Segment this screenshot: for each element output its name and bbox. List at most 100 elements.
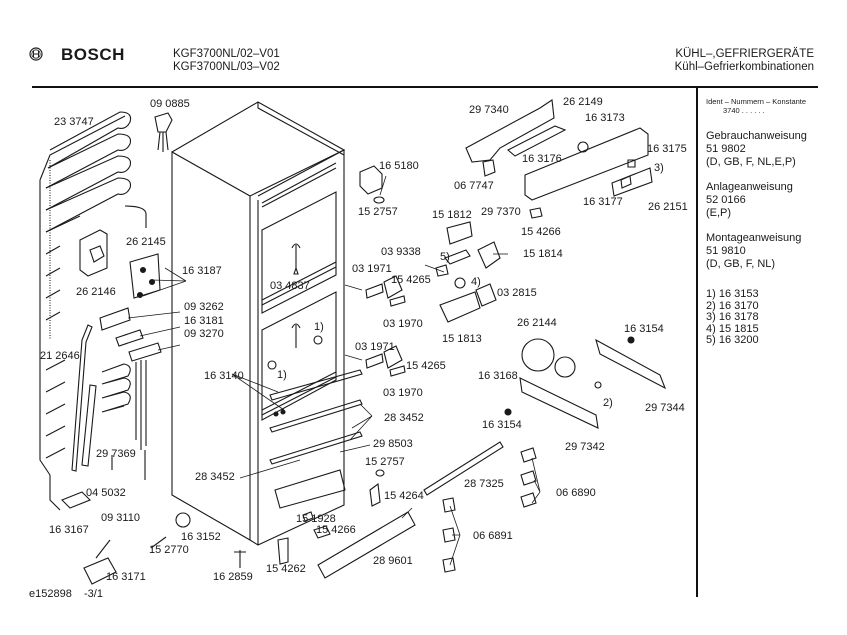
hinge-set: [366, 276, 405, 306]
washer: [376, 470, 384, 476]
lamp-socket: [268, 361, 276, 369]
switch-clip: [483, 160, 495, 176]
part-label: 06 6890: [556, 487, 596, 499]
control-panel: [525, 128, 648, 200]
part-label: 16 3167: [49, 524, 89, 536]
part-label: 09 3270: [184, 328, 224, 340]
part-label: 29 7342: [565, 441, 605, 453]
lamp-socket: [476, 284, 496, 306]
grommet: [455, 278, 465, 288]
part-label: 29 8503: [373, 438, 413, 450]
ident-label: Ident – Nummern – Konstante: [706, 97, 807, 106]
part-label: 03 9338: [381, 246, 421, 258]
part-label: 21 2646: [40, 350, 80, 362]
part-label: 16 3176: [522, 153, 562, 165]
lamp-cover: [447, 222, 472, 244]
sensor: [292, 324, 300, 348]
footnote: 1) 16 3153: [706, 288, 759, 300]
caps: [521, 448, 536, 507]
slide-rail: [520, 378, 598, 428]
part-label: 15 2757: [358, 206, 398, 218]
part-label: 03 1971: [355, 341, 395, 353]
part-label: 29 7370: [481, 206, 521, 218]
caps: [443, 498, 455, 572]
part-label: 2): [603, 397, 613, 409]
part-label: 16 3187: [182, 265, 222, 277]
pin: [151, 537, 166, 548]
document-entry: Anlageanweisung 52 0166 (E,P): [706, 181, 807, 220]
part-label: 03 4837: [270, 280, 310, 292]
part-label: 16 3175: [647, 143, 687, 155]
document-entry: Gebrauchanweisung 51 9802 (D, GB, F, NL,…: [706, 130, 807, 169]
washer: [374, 197, 384, 203]
clip: [314, 526, 330, 538]
part-label: 1): [277, 369, 287, 381]
document-languages: (D, GB, F, NL): [706, 258, 776, 270]
drain-tube: [72, 325, 92, 471]
document-languages: (E,P): [706, 207, 732, 219]
insulation: [116, 330, 143, 346]
document-number: 51 9810: [706, 245, 746, 257]
adjustable-foot: [234, 550, 246, 568]
part-label: 03 1970: [383, 318, 423, 330]
part-label: 16 3154: [624, 323, 664, 335]
kick-plate: [318, 512, 415, 578]
part-label: 06 6891: [473, 530, 513, 542]
part-label: 15 1813: [442, 333, 482, 345]
part-label: 28 7325: [464, 478, 504, 490]
condenser-coil: [40, 112, 146, 510]
part-label: 16 2859: [213, 571, 253, 583]
part-label: 16 3177: [583, 196, 623, 208]
part-label: 15 4265: [406, 360, 446, 372]
sensor: [292, 244, 300, 274]
part-label: 15 4265: [391, 274, 431, 286]
control-board: [508, 126, 565, 156]
part-label: 29 7340: [469, 104, 509, 116]
footnote: 5) 16 3200: [706, 334, 759, 346]
document-number: 51 9802: [706, 143, 746, 155]
slide-rail: [596, 340, 665, 388]
part-label: 29 7344: [645, 402, 685, 414]
cable-clamp: [62, 492, 90, 508]
grommet: [100, 308, 130, 330]
part-label: 16 3168: [478, 370, 518, 382]
power-plug: [155, 113, 172, 152]
part-label: 06 7747: [454, 180, 494, 192]
bosch-logo-icon: [29, 47, 43, 66]
part-label: 15 4262: [266, 563, 306, 575]
document-languages: (D, GB, F, NL,E,P): [706, 156, 796, 168]
part-label: 16 5180: [379, 160, 419, 172]
part-label: 15 4266: [316, 524, 356, 536]
part-label: 09 0885: [150, 98, 190, 110]
part-label: 23 3747: [54, 116, 94, 128]
diffuser: [445, 250, 470, 264]
refrigerator-cabinet: [172, 102, 362, 545]
footnote: 3) 16 3178: [706, 311, 759, 323]
part-label: 5): [440, 251, 450, 263]
part-label: 16 3154: [482, 419, 522, 431]
part-label: 1): [314, 321, 324, 333]
relay: [80, 230, 107, 276]
clip: [303, 512, 313, 521]
part-label: 16 3173: [585, 112, 625, 124]
rod: [82, 385, 96, 466]
part-label: 15 1812: [432, 209, 472, 221]
block: [129, 343, 161, 361]
part-label: 26 2144: [517, 317, 557, 329]
part-label: 16 3181: [184, 315, 224, 327]
fan-blade: [555, 357, 575, 377]
part-label: 28 3452: [384, 412, 424, 424]
bar: [424, 442, 503, 495]
footnote: 2) 16 3170: [706, 299, 759, 312]
clip: [530, 208, 542, 218]
part-label: 26 2149: [563, 96, 603, 108]
part-label: 03 1971: [352, 263, 392, 275]
control-housing: [466, 100, 554, 162]
part-label: 15 1928: [296, 513, 336, 525]
page-number: -3/1: [84, 588, 103, 600]
document-entry: Montageanweisung 51 9810 (D, GB, F, NL): [706, 232, 807, 271]
document-title: Gebrauchanweisung: [706, 130, 807, 142]
lamp-socket: [314, 336, 322, 344]
document-number: 52 0166: [706, 194, 746, 206]
